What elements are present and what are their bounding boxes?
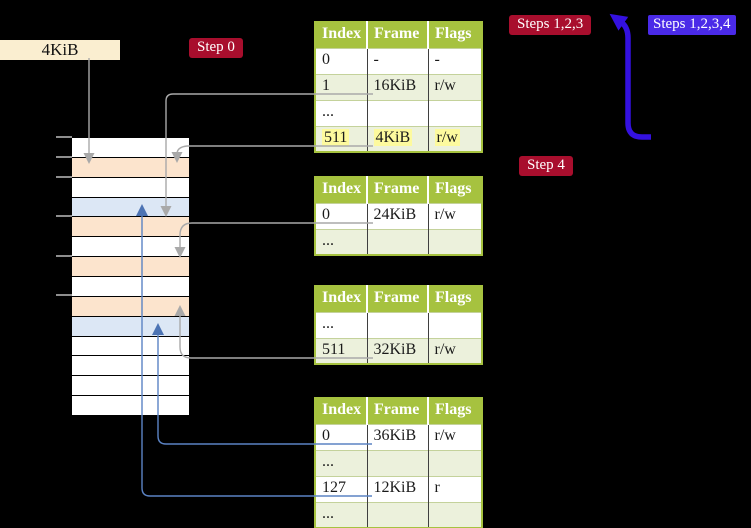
highlighted-value: 4KiB bbox=[373, 128, 413, 146]
table-cell: r/w bbox=[428, 423, 482, 450]
address-tick bbox=[56, 155, 72, 158]
table-cell: r/w bbox=[428, 337, 482, 364]
table-cell: 4KiB bbox=[367, 125, 429, 152]
memory-frame-pagetable bbox=[72, 315, 189, 336]
table-cell: r/w bbox=[428, 73, 482, 100]
highlighted-value: 511 bbox=[322, 128, 350, 146]
memory-frame-free bbox=[72, 138, 189, 157]
column-header: Flags bbox=[428, 398, 482, 424]
table-cell: 24KiB bbox=[367, 202, 429, 229]
table-row: ... bbox=[315, 449, 482, 476]
memory-frame-free bbox=[72, 375, 189, 396]
table-row: 511 4KiB r/w bbox=[315, 125, 482, 152]
table-cell: 1 bbox=[315, 73, 368, 100]
address-tick bbox=[56, 294, 72, 297]
column-header: Frame bbox=[367, 22, 429, 48]
table-cell: 12KiB bbox=[367, 475, 429, 502]
table-cell bbox=[428, 449, 482, 476]
table-row: ... bbox=[315, 501, 482, 528]
table-cell: ... bbox=[315, 501, 368, 528]
memory-frame-mapped bbox=[72, 156, 189, 177]
table-cell bbox=[428, 501, 482, 528]
address-tick bbox=[56, 175, 72, 178]
address-tick bbox=[56, 136, 72, 138]
column-header: Index bbox=[315, 398, 368, 424]
step4-badge: Step 4 bbox=[519, 156, 573, 176]
table-row: ... bbox=[315, 311, 482, 338]
table-cell bbox=[367, 228, 429, 255]
frame-size-label: 4KiB bbox=[0, 40, 120, 60]
memory-frame-free bbox=[72, 236, 189, 257]
arrow-walk-back-up bbox=[609, 13, 651, 140]
memory-frame-free bbox=[72, 395, 189, 416]
table-row: 0-- bbox=[315, 47, 482, 74]
table-cell: 127 bbox=[315, 475, 368, 502]
memory-frame-mapped bbox=[72, 256, 189, 277]
table-cell: 511 bbox=[315, 125, 368, 152]
table-cell: ... bbox=[315, 449, 368, 476]
memory-frame-free bbox=[72, 355, 189, 376]
column-header: Flags bbox=[428, 22, 482, 48]
table-cell: - bbox=[428, 47, 482, 74]
table-cell bbox=[367, 501, 429, 528]
table-cell: r bbox=[428, 475, 482, 502]
table-cell: ... bbox=[315, 228, 368, 255]
column-header: Index bbox=[315, 177, 368, 203]
table-cell bbox=[367, 311, 429, 338]
table-cell: 0 bbox=[315, 202, 368, 229]
table-cell: ... bbox=[315, 311, 368, 338]
steps1234-badge: Steps 1,2,3,4 bbox=[648, 15, 736, 35]
table-cell: 511 bbox=[315, 337, 368, 364]
highlighted-value: r/w bbox=[434, 128, 460, 146]
memory-frame-free bbox=[72, 176, 189, 197]
table-cell bbox=[367, 99, 429, 126]
memory-frame-mapped bbox=[72, 295, 189, 316]
memory-column bbox=[71, 137, 190, 416]
table-cell: 16KiB bbox=[367, 73, 429, 100]
column-header: Index bbox=[315, 286, 368, 312]
table-cell: - bbox=[367, 47, 429, 74]
table-cell: r/w bbox=[428, 125, 482, 152]
memory-frame-free bbox=[72, 335, 189, 356]
memory-frame-mapped bbox=[72, 216, 189, 237]
memory-frame-pagetable bbox=[72, 196, 189, 217]
table-cell bbox=[428, 228, 482, 255]
table-cell bbox=[428, 311, 482, 338]
column-header: Index bbox=[315, 22, 368, 48]
column-header: Frame bbox=[367, 177, 429, 203]
table-cell: 0 bbox=[315, 47, 368, 74]
column-header: Flags bbox=[428, 286, 482, 312]
table-cell: 0 bbox=[315, 423, 368, 450]
table-cell bbox=[428, 99, 482, 126]
address-tick bbox=[56, 254, 72, 257]
column-header: Frame bbox=[367, 398, 429, 424]
table-cell: 32KiB bbox=[367, 337, 429, 364]
table-cell: 36KiB bbox=[367, 423, 429, 450]
column-header: Frame bbox=[367, 286, 429, 312]
memory-frame-free bbox=[72, 276, 189, 296]
table-cell: r/w bbox=[428, 202, 482, 229]
table-row: ... bbox=[315, 99, 482, 126]
steps123-badge: Steps 1,2,3 bbox=[509, 15, 592, 35]
column-header: Flags bbox=[428, 177, 482, 203]
table-row: ... bbox=[315, 228, 482, 255]
step0-badge: Step 0 bbox=[189, 38, 243, 58]
address-tick bbox=[56, 215, 72, 218]
table-cell bbox=[367, 449, 429, 476]
table-cell: ... bbox=[315, 99, 368, 126]
